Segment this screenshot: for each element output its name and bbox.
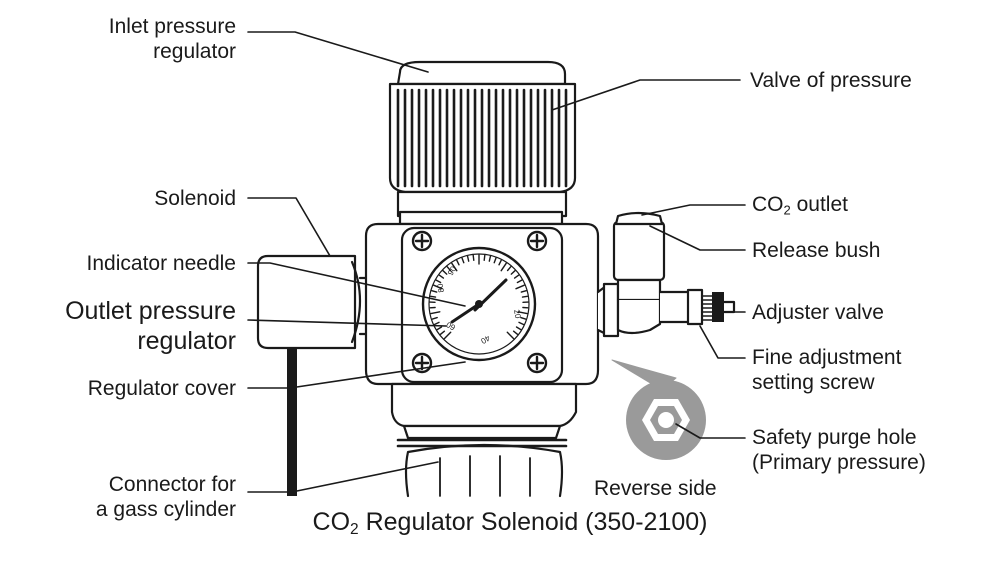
gauge-tick xyxy=(506,331,515,340)
gauge-tick xyxy=(431,316,438,320)
label-line: Connector for xyxy=(108,473,236,496)
solenoid-cable xyxy=(287,348,297,496)
label-safety-purge-hole: Safety purge hole (Primary pressure) xyxy=(752,425,926,475)
knob-cap xyxy=(396,60,567,86)
leader-lines xyxy=(247,31,746,493)
label-outlet-pressure-regulator: Outlet pressure regulator xyxy=(20,296,236,356)
label-reverse-side: Reverse side xyxy=(594,477,717,500)
label-line: setting screw xyxy=(752,371,875,395)
gauge-tick xyxy=(521,295,529,298)
gauge-tick xyxy=(520,316,527,320)
label-valve-of-pressure: Valve of pressure xyxy=(750,69,912,92)
label-line: regulator xyxy=(153,40,236,64)
purge-hex xyxy=(626,380,706,460)
gauge-tick xyxy=(429,295,437,298)
gauge-tick xyxy=(520,290,527,293)
title-subscript: 2 xyxy=(350,520,359,538)
knurled-knob xyxy=(388,82,577,194)
side-fittings xyxy=(596,211,736,338)
gauge-tick xyxy=(461,257,465,264)
label-fine-adjustment: Fine adjustment setting screw xyxy=(752,345,901,395)
gauge-tick xyxy=(443,331,452,340)
gauge-tick xyxy=(456,259,460,266)
co2-text: CO xyxy=(752,193,784,216)
gauge-tick xyxy=(439,330,446,335)
title-rest: Regulator Solenoid (350-2100) xyxy=(358,508,708,536)
cylinder-connector xyxy=(404,443,564,498)
label-indicator-needle: Indicator needle xyxy=(86,252,236,275)
gauge-tick xyxy=(500,262,507,272)
gauge-tick xyxy=(510,270,516,275)
label-co2-outlet: CO2 outlet xyxy=(752,192,848,217)
label-solenoid: Solenoid xyxy=(154,187,236,210)
gauge-tick xyxy=(506,266,512,272)
label-line: Safety purge hole xyxy=(752,426,917,449)
label-line: a gass cylinder xyxy=(95,498,236,522)
label-line: Fine adjustment xyxy=(752,346,902,369)
gauge-tick xyxy=(493,257,497,264)
gauge-tick xyxy=(446,266,452,272)
label-connector-gas-cylinder: Connector for a gass cylinder xyxy=(20,472,236,522)
gauge-tick xyxy=(435,279,442,284)
gauge-tick xyxy=(512,330,519,335)
gauge-tick xyxy=(515,326,522,331)
label-release-bush: Release bush xyxy=(752,239,881,262)
gauge-label-80: 80 xyxy=(435,282,446,293)
gauge-tick xyxy=(513,274,520,279)
gauge-tick xyxy=(433,321,440,326)
label-line: Outlet pressure xyxy=(65,297,236,325)
label-inlet-pressure-regulator: Inlet pressure regulator xyxy=(40,14,236,64)
label-line: Inlet pressure xyxy=(108,15,236,38)
diagram-title: CO2 Regulator Solenoid (350-2100) xyxy=(230,508,790,537)
indicator-needle xyxy=(473,278,508,312)
solenoid-body xyxy=(256,254,370,350)
co2-subscript: 2 xyxy=(783,202,791,218)
gauge-tick xyxy=(516,279,523,284)
gauge-tick xyxy=(438,274,445,279)
gauge-tick xyxy=(431,290,438,293)
gauge-tick xyxy=(466,255,470,262)
gauge-tick xyxy=(515,284,525,290)
gauge-tick xyxy=(451,262,458,272)
gauge-tick xyxy=(436,326,443,331)
gauge-tick xyxy=(433,284,443,290)
label-line: regulator xyxy=(137,327,236,355)
gauge-tick xyxy=(483,254,486,261)
gauge-tick xyxy=(488,255,492,262)
gauge-tick xyxy=(430,311,441,315)
title-co: CO xyxy=(312,508,351,536)
label-adjuster-valve: Adjuster valve xyxy=(752,301,884,324)
label-line: (Primary pressure) xyxy=(752,451,926,475)
label-regulator-cover: Regulator cover xyxy=(87,377,236,400)
gauge-tick xyxy=(517,311,528,315)
outlet-text: outlet xyxy=(790,193,848,216)
gauge-tick xyxy=(498,259,502,266)
gauge-label-20: 20 xyxy=(512,309,523,320)
gauge-tick xyxy=(472,254,475,261)
cover-screws xyxy=(411,230,548,374)
gauge-tick xyxy=(518,321,525,326)
gauge-tick xyxy=(442,270,448,275)
lower-body xyxy=(390,382,578,428)
